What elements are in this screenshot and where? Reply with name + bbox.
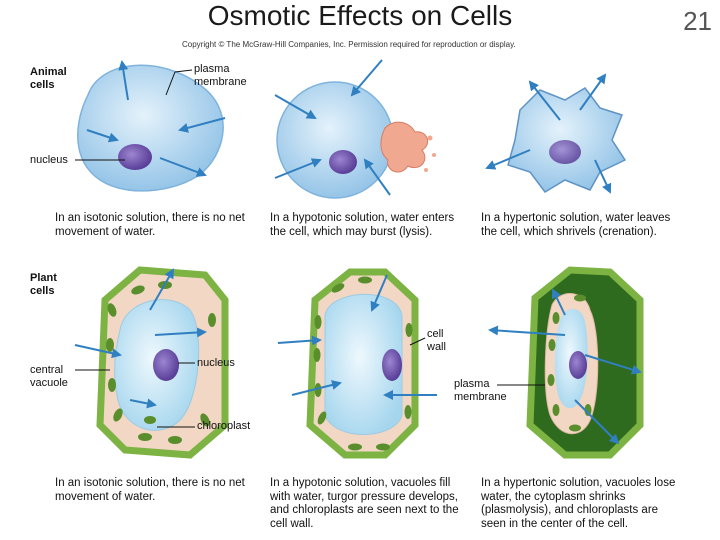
plant-nucleus-label: nucleus: [197, 357, 235, 369]
water-arrow: [159, 157, 207, 177]
plant-cell-hypertonic: [488, 266, 644, 459]
animal-cells-row-label: Animal cells: [30, 66, 67, 91]
plant-plasma-membrane-label: plasma membrane: [454, 378, 507, 403]
water-arrow: [129, 398, 157, 409]
shriveled-cell: [507, 87, 627, 193]
water-arrow: [551, 288, 566, 316]
animal-cell-isotonic: [77, 60, 226, 192]
nucleus-shape: [549, 140, 581, 164]
water-arrow: [149, 268, 174, 311]
water-arrow: [154, 327, 207, 338]
water-arrow: [488, 325, 566, 336]
chloroplasts: [313, 276, 413, 451]
plant-cell-hypotonic: [277, 268, 437, 459]
lysis-droplet: [432, 153, 436, 157]
animal-hypertonic-caption: In a hypertonic solution, water leaves t…: [481, 212, 671, 238]
chloroplasts: [547, 294, 592, 432]
plant-hypotonic-caption: In a hypotonic solution, vacuoles fill w…: [270, 477, 459, 530]
nucleus-shape: [382, 349, 402, 381]
chloroplast-label: chloroplast: [197, 420, 251, 432]
lysis-droplet: [427, 135, 433, 141]
swollen-cell: [276, 81, 394, 199]
lysis-droplet: [424, 168, 428, 172]
nucleus-shape: [118, 144, 152, 170]
plant-cells-row-label: Plant cells: [30, 272, 57, 297]
water-arrow: [584, 354, 642, 375]
animal-hypotonic-caption: In a hypotonic solution, water enters th…: [270, 212, 455, 238]
cell-wall-label: cell wall: [427, 328, 446, 353]
water-arrow: [274, 158, 322, 179]
nucleus-shape: [569, 351, 587, 379]
animal-isotonic-caption: In an isotonic solution, there is no net…: [55, 212, 245, 238]
water-arrow: [178, 117, 226, 133]
chloroplasts: [106, 281, 216, 444]
central-vacuole-label: central vacuole: [30, 364, 68, 389]
water-arrow: [528, 80, 561, 121]
slide-title: Osmotic Effects on Cells: [207, 0, 513, 31]
lysis-burst: [380, 121, 429, 173]
nucleus-shape: [153, 349, 179, 381]
water-arrow: [118, 60, 129, 101]
plant-hypertonic-caption: In a hypertonic solution, vacuoles lose …: [481, 477, 676, 530]
water-arrow: [370, 274, 388, 312]
water-arrow: [574, 399, 620, 445]
plasma-membrane-label: plasma membrane: [194, 63, 247, 88]
water-arrow: [579, 73, 607, 111]
animal-cell-hypertonic: [485, 73, 627, 194]
animal-cell-hypotonic: [274, 59, 436, 199]
water-arrow: [594, 159, 612, 194]
water-arrow: [74, 344, 122, 359]
water-arrow: [86, 129, 119, 143]
water-arrow: [485, 149, 531, 170]
water-arrow: [277, 335, 322, 346]
page-number: 21: [683, 6, 712, 36]
nucleus-label: nucleus: [30, 154, 68, 166]
water-arrow: [274, 94, 317, 119]
leader-lines: [75, 69, 545, 428]
nucleus-shape: [329, 150, 357, 174]
water-arrow: [363, 158, 391, 196]
water-arrow: [291, 380, 342, 396]
copyright-notice: Copyright © The McGraw-Hill Companies, I…: [182, 40, 516, 49]
plant-isotonic-caption: In an isotonic solution, there is no net…: [55, 477, 245, 503]
plant-cell-isotonic: [74, 266, 229, 459]
water-arrow: [350, 59, 383, 97]
